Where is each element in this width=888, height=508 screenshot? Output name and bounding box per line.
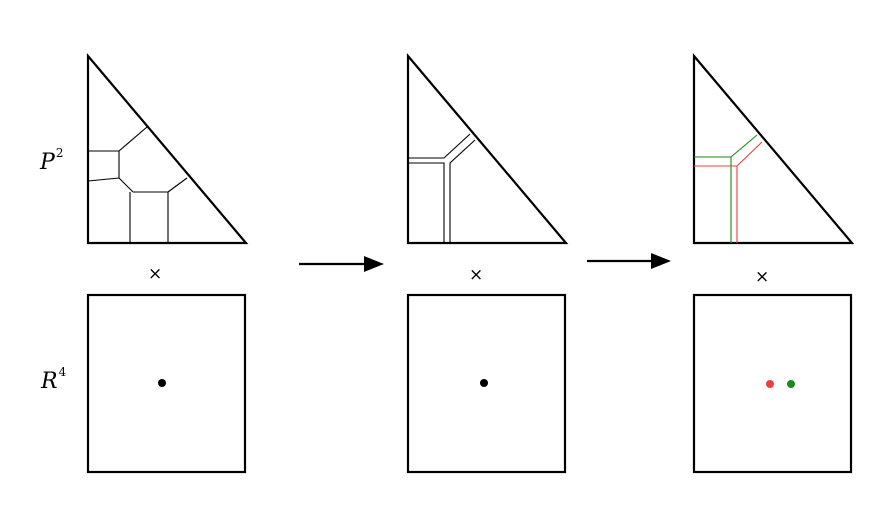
triangle-2 xyxy=(406,52,569,245)
green-point xyxy=(787,380,795,388)
panel-3 xyxy=(692,52,855,245)
point-1 xyxy=(158,379,166,387)
square-2 xyxy=(406,293,567,474)
times-symbol-2: × xyxy=(469,265,484,285)
projective-plane-label: P2 xyxy=(40,146,63,175)
red-point xyxy=(766,380,774,388)
projective-plane-label-exponent: 2 xyxy=(55,146,64,160)
subdivision-1 xyxy=(87,126,188,243)
square-1 xyxy=(86,293,247,474)
point-2 xyxy=(480,379,488,387)
arrow-2 xyxy=(587,253,671,269)
times-symbol-3: × xyxy=(755,267,770,287)
arrow-1 xyxy=(299,256,384,272)
panel-2 xyxy=(406,52,569,245)
real-space-label: R4 xyxy=(41,365,66,394)
projective-plane-label-base: P xyxy=(40,150,55,175)
red-tropical-line xyxy=(694,141,763,243)
real-space-label-exponent: 4 xyxy=(58,365,67,379)
triangle-1 xyxy=(86,52,249,245)
real-space-label-base: R xyxy=(41,369,58,394)
panel-1 xyxy=(86,52,249,245)
square-3 xyxy=(692,293,853,474)
green-tropical-line xyxy=(694,134,758,243)
times-symbol-1: × xyxy=(148,264,163,284)
double-tropical-line xyxy=(408,133,476,243)
triangle-3 xyxy=(692,52,855,245)
